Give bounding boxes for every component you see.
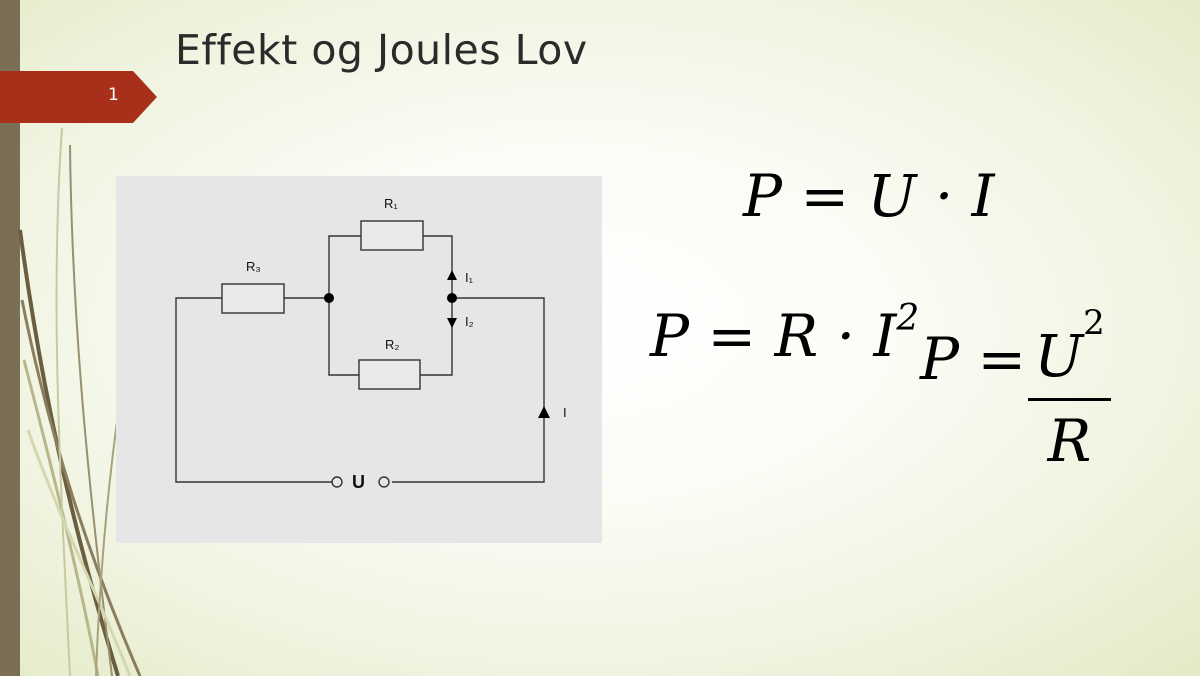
equation-p-ri2: P = R · I2: [650, 298, 919, 370]
resistor-r3: [221, 283, 285, 314]
arrow-i1: [447, 270, 457, 280]
equation-p-ui: P = U · I: [743, 162, 995, 230]
equation-p-u2r-lhs: P =: [920, 325, 1027, 393]
label-i2: I₂: [465, 314, 474, 329]
fraction-denominator: R: [1047, 407, 1092, 475]
terminal-right: [378, 476, 390, 488]
resistor-r2: [358, 359, 421, 390]
terminal-left: [331, 476, 343, 488]
slide-title: Effekt og Joules Lov: [175, 26, 588, 74]
numerator-base: U: [1034, 322, 1084, 390]
equation-p-u2r-fraction: U2 R: [1028, 303, 1111, 475]
decorative-curves: [18, 127, 142, 676]
circuit-svg: R₁ R₂ R₃ I₁ I₂ I U: [175, 196, 567, 492]
wire-right-bottom: [392, 297, 545, 483]
equation-p-ri2-base: P = R · I: [650, 302, 897, 370]
equation-p-ri2-exponent: 2: [896, 297, 920, 339]
junction-left: [324, 293, 334, 303]
slide-number: 1: [108, 85, 119, 105]
wire-left-bottom: [175, 297, 332, 483]
label-r3: R₃: [246, 259, 261, 274]
wire-parallel-left: [328, 235, 361, 376]
slide-number-flag: 1: [0, 71, 157, 123]
circuit-diagram: R₁ R₂ R₃ I₁ I₂ I U: [116, 176, 602, 543]
label-r1: R₁: [384, 196, 398, 211]
resistor-r1: [360, 220, 424, 251]
numerator-exponent: 2: [1083, 302, 1105, 343]
fraction-bar: [1028, 398, 1111, 401]
junction-right: [447, 293, 457, 303]
label-u: U: [352, 472, 365, 492]
left-sidebar-bar: [0, 0, 20, 676]
wire-parallel-right: [420, 235, 453, 376]
arrow-i: [538, 406, 550, 418]
fraction-numerator: U2: [1028, 303, 1111, 390]
label-r2: R₂: [385, 337, 399, 352]
arrow-i2: [447, 318, 457, 328]
label-i1: I₁: [465, 270, 474, 285]
label-i: I: [563, 405, 567, 420]
flag-shape: [0, 71, 157, 123]
